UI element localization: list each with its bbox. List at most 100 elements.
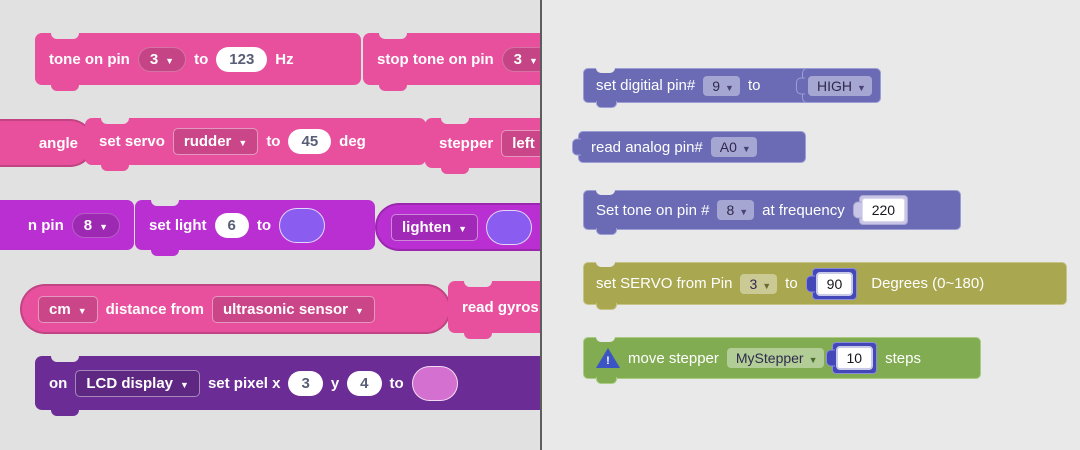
notch [101, 118, 129, 124]
servo-name-dropdown[interactable]: rudder [172, 128, 259, 155]
dropdown-value: 9 [712, 77, 721, 94]
dropdown-arrow-icon [165, 51, 174, 68]
notch [379, 33, 407, 39]
dropdown-value: A0 [719, 139, 737, 155]
left-block-panel: tone on pin 3 to 123 Hz stop tone on pin… [0, 0, 540, 450]
label: distance from [105, 300, 204, 318]
label: stop tone on pin [377, 50, 494, 68]
label: set light [149, 216, 207, 234]
block-tone-on-pin[interactable]: tone on pin 3 to 123 Hz [35, 33, 361, 91]
notch [51, 356, 79, 362]
label: Degrees (0~180) [871, 275, 985, 292]
dropdown-value: MyStepper [735, 350, 804, 366]
panel-divider [540, 0, 542, 450]
light-number-input[interactable]: 6 [214, 212, 249, 238]
label: at frequency [762, 201, 845, 219]
dropdown-value: 8 [83, 216, 93, 234]
block-read-analog-pin[interactable]: read analog pin# A0 [572, 131, 806, 163]
stepper-name-dropdown[interactable]: MyStepper [726, 348, 824, 368]
label: read analog pin# [591, 138, 703, 156]
y-input[interactable]: 4 [347, 370, 382, 396]
block-move-stepper[interactable]: ! move stepper MyStepper 10 steps [583, 337, 981, 384]
block-set-digital-pin[interactable]: set digitial pin# 9 to [583, 68, 825, 108]
frequency-input[interactable]: 220 [861, 198, 906, 222]
notch [464, 281, 492, 287]
pin-dropdown[interactable]: 3 [137, 46, 187, 72]
level-dropdown[interactable]: HIGH [808, 75, 872, 96]
pin-dropdown[interactable]: 3 [740, 273, 778, 294]
dropdown-arrow-icon [78, 301, 87, 318]
label: set SERVO from Pin [596, 275, 733, 292]
angle-number-block[interactable]: 90 [805, 267, 858, 300]
device-dropdown[interactable]: LCD display [75, 369, 200, 397]
color-swatch[interactable] [411, 365, 458, 401]
angle-input[interactable]: 45 [288, 129, 332, 154]
dropdown-arrow-icon [742, 139, 751, 155]
notch [441, 118, 469, 124]
block-lcd-set-pixel[interactable]: on LCD display set pixel x 3 y 4 to [35, 356, 540, 416]
label: set pixel x [207, 374, 281, 392]
dropdown-arrow-icon [739, 202, 748, 218]
pin-dropdown[interactable]: 8 [71, 212, 120, 238]
dropdown-value: 8 [726, 202, 735, 218]
label: angle [38, 134, 78, 152]
block-lighten-reporter[interactable]: lighten [375, 203, 540, 251]
block-high-value[interactable]: HIGH [796, 68, 881, 103]
dropdown-arrow-icon [809, 350, 818, 366]
block-on-pin[interactable]: n pin 8 [0, 200, 134, 250]
dropdown-value: HIGH [817, 77, 852, 94]
frequency-number-block[interactable]: 220 [852, 195, 909, 225]
tab [464, 333, 492, 339]
steps-number-block[interactable]: 10 [825, 342, 878, 374]
label: tone on pin [49, 50, 130, 68]
tab [596, 228, 617, 235]
pin-dropdown[interactable]: A0 [710, 137, 757, 157]
block-read-gyro[interactable]: read gyros [448, 281, 540, 339]
steps-input[interactable]: 10 [835, 346, 874, 370]
value-connector [825, 349, 835, 367]
block-angle-reporter[interactable]: angle [0, 119, 94, 167]
frequency-input[interactable]: 123 [216, 46, 268, 72]
color-swatch[interactable] [279, 207, 326, 243]
block-set-tone[interactable]: Set tone on pin # 8 at frequency 220 [583, 190, 961, 235]
dropdown-value: 3 [149, 50, 159, 68]
tab [596, 303, 617, 310]
lighten-dropdown[interactable]: lighten [391, 213, 479, 241]
label: to [389, 374, 404, 392]
block-set-servo[interactable]: set servo rudder to 45 deg [85, 118, 426, 171]
pin-dropdown[interactable]: 3 [501, 46, 540, 72]
warning-exclamation: ! [606, 355, 610, 367]
label: set digitial pin# [596, 77, 696, 94]
unit-dropdown[interactable]: cm [38, 295, 98, 323]
notch [596, 68, 615, 73]
dropdown-value: cm [49, 300, 71, 318]
tab [101, 165, 129, 171]
dropdown-value: left [512, 134, 535, 152]
angle-input[interactable]: 90 [815, 271, 854, 296]
value-connector [805, 275, 815, 292]
dropdown-value: 3 [513, 50, 522, 68]
label: steps [885, 349, 921, 367]
dropdown-value: 3 [749, 275, 758, 292]
tab [441, 168, 469, 174]
direction-dropdown[interactable]: left [501, 129, 540, 157]
sensor-dropdown[interactable]: ultrasonic sensor [211, 295, 375, 323]
value-connector [796, 77, 805, 94]
pin-dropdown[interactable]: 9 [703, 75, 740, 96]
tab [51, 410, 79, 416]
dropdown-arrow-icon [725, 78, 734, 94]
block-stop-tone-on-pin[interactable]: stop tone on pin 3 [363, 33, 540, 91]
x-input[interactable]: 3 [288, 370, 323, 396]
label: y [330, 374, 340, 392]
block-stepper[interactable]: stepper left [425, 118, 540, 174]
block-set-light[interactable]: set light 6 to [135, 200, 375, 256]
dropdown-arrow-icon [99, 217, 108, 234]
notch [596, 262, 615, 267]
label: to [785, 275, 798, 292]
dropdown-value: lighten [402, 218, 452, 236]
block-set-servo[interactable]: set SERVO from Pin 3 to 90 Degrees (0~18… [583, 262, 1067, 310]
dropdown-arrow-icon [238, 133, 247, 150]
pin-dropdown[interactable]: 8 [717, 200, 755, 220]
block-distance-reporter[interactable]: cm distance from ultrasonic sensor [20, 284, 451, 334]
color-swatch[interactable] [486, 209, 533, 245]
